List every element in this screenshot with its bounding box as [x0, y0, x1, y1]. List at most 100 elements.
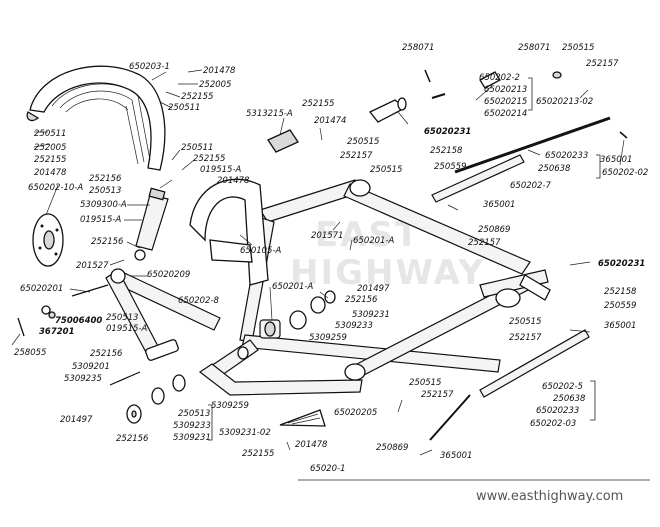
- part-number-label: 5309201: [72, 362, 110, 372]
- frame-drawing: [189, 178, 551, 396]
- part-number-label: 201497: [357, 284, 390, 294]
- part-number-label: 65020231: [598, 259, 645, 269]
- part-number-label: 65020214: [484, 109, 527, 119]
- part-number-label: 250515: [370, 165, 402, 175]
- part-number-label: 201478: [295, 440, 328, 450]
- part-number-label: 252005: [199, 80, 231, 90]
- part-number-label: 201478: [217, 176, 250, 186]
- part-number-label: 252157: [509, 333, 542, 343]
- part-number-label: 019515-A: [106, 324, 148, 334]
- part-number-label: 5313215-A: [246, 109, 293, 119]
- part-number-label: 250511: [181, 143, 213, 153]
- part-number-label: 650202-5: [542, 382, 583, 392]
- small-parts-drawing: [267, 69, 628, 153]
- part-number-label: 201497: [60, 415, 93, 425]
- watermark-line2: HIGHWAY: [290, 253, 485, 293]
- part-number-label: 5309235: [64, 374, 102, 384]
- part-number-label: 65020215: [484, 97, 527, 107]
- part-number-label: 252156: [90, 349, 123, 359]
- part-number-label: 65020231: [424, 127, 471, 137]
- part-number-label: 252155: [302, 99, 334, 109]
- triangular-plate-drawing: [279, 409, 326, 427]
- part-number-label: 252156: [345, 295, 378, 305]
- diagram-number: 65020-1: [310, 464, 346, 474]
- part-number-label: 250869: [478, 225, 510, 235]
- part-number-label: 252155: [181, 92, 213, 102]
- part-number-label: 650202-7: [510, 181, 552, 191]
- part-number-label: 250513: [106, 313, 138, 323]
- part-number-label: 5309231-02: [219, 428, 271, 438]
- part-number-label: 019515-A: [80, 215, 122, 225]
- website-watermark: www.easthighway.com: [476, 489, 623, 504]
- part-number-label: 365001: [483, 200, 515, 210]
- part-number-label: 650105-A: [240, 246, 282, 256]
- part-number-label: 252155: [193, 154, 225, 164]
- part-number-label: 250559: [434, 162, 466, 172]
- shock-absorber-drawing: [134, 187, 169, 261]
- part-number-label: 252157: [340, 151, 373, 161]
- part-number-label: 650202-02: [602, 168, 648, 178]
- part-number-label: 252156: [89, 174, 122, 184]
- part-number-label: 650203-1: [129, 62, 170, 72]
- part-number-label: 650201-A: [272, 282, 314, 292]
- part-number-label: 252155: [242, 449, 274, 459]
- brackets: [208, 77, 601, 441]
- part-labels: 650203-1 201478 252005 252155 250511 250…: [14, 43, 648, 474]
- part-number-label: 365001: [604, 321, 636, 331]
- part-number-label: 252157: [421, 390, 454, 400]
- part-number-label: 250638: [538, 164, 571, 174]
- part-number-label: 252005: [34, 143, 66, 153]
- part-number-label: 367201: [39, 327, 75, 337]
- part-number-label: 201474: [314, 116, 346, 126]
- part-number-label: 252156: [116, 434, 149, 444]
- hub-disc-drawing: [32, 213, 64, 267]
- fender-drawing: [26, 65, 166, 171]
- part-number-label: 65020201: [20, 284, 63, 294]
- bolts-drawing: [17, 284, 141, 386]
- part-number-label: 252157: [586, 59, 619, 69]
- part-number-label: 65020233: [536, 406, 579, 416]
- part-number-label: 201478: [34, 168, 67, 178]
- part-number-label: 65020209: [147, 270, 190, 280]
- part-number-label: 650202-03: [530, 419, 576, 429]
- part-number-label: 252158: [604, 287, 637, 297]
- watermark: EAST HIGHWAY: [290, 215, 485, 293]
- part-number-label: 258071: [518, 43, 550, 53]
- part-number-label: 65020213: [484, 85, 527, 95]
- part-number-label: 5309231: [173, 433, 211, 443]
- part-number-label: 258055: [14, 348, 46, 358]
- washers-drawing: [126, 290, 336, 424]
- part-number-label: 252157: [468, 238, 501, 248]
- part-number-label: 365001: [600, 155, 632, 165]
- part-number-label: 250511: [168, 103, 200, 113]
- part-number-label: 65020213-02: [536, 97, 593, 107]
- part-number-label: 019515-A: [200, 165, 242, 175]
- part-number-label: 5309231: [352, 310, 390, 320]
- part-number-label: 5309259: [309, 333, 347, 343]
- part-number-label: 650202-8: [178, 296, 220, 306]
- part-number-label: 75006400: [55, 316, 102, 326]
- part-number-label: 252156: [91, 237, 124, 247]
- part-number-label: 250513: [89, 186, 121, 196]
- watermark-line1: EAST: [315, 215, 420, 255]
- part-number-label: 250515: [409, 378, 441, 388]
- part-number-label: 65020233: [545, 151, 588, 161]
- swing-arm-drawing: [105, 268, 221, 361]
- part-number-label: 65020205: [334, 408, 377, 418]
- part-number-label: 252155: [34, 155, 66, 165]
- part-number-label: 5309233: [173, 421, 211, 431]
- part-number-label: 650202-2: [479, 73, 520, 83]
- part-number-label: 650202-10-A: [28, 183, 83, 193]
- rods-drawing: [429, 116, 611, 441]
- part-number-label: 250559: [604, 301, 636, 311]
- part-number-label: 201571: [311, 231, 343, 241]
- part-number-label: 201527: [76, 261, 109, 271]
- part-number-label: 250638: [553, 394, 586, 404]
- part-number-label: 250511: [34, 129, 66, 139]
- part-number-label: 250515: [509, 317, 541, 327]
- part-number-label: 250515: [347, 137, 379, 147]
- part-number-label: 252158: [430, 146, 463, 156]
- part-number-label: 250869: [376, 443, 408, 453]
- part-number-label: 250513: [178, 409, 210, 419]
- part-number-label: 258071: [402, 43, 434, 53]
